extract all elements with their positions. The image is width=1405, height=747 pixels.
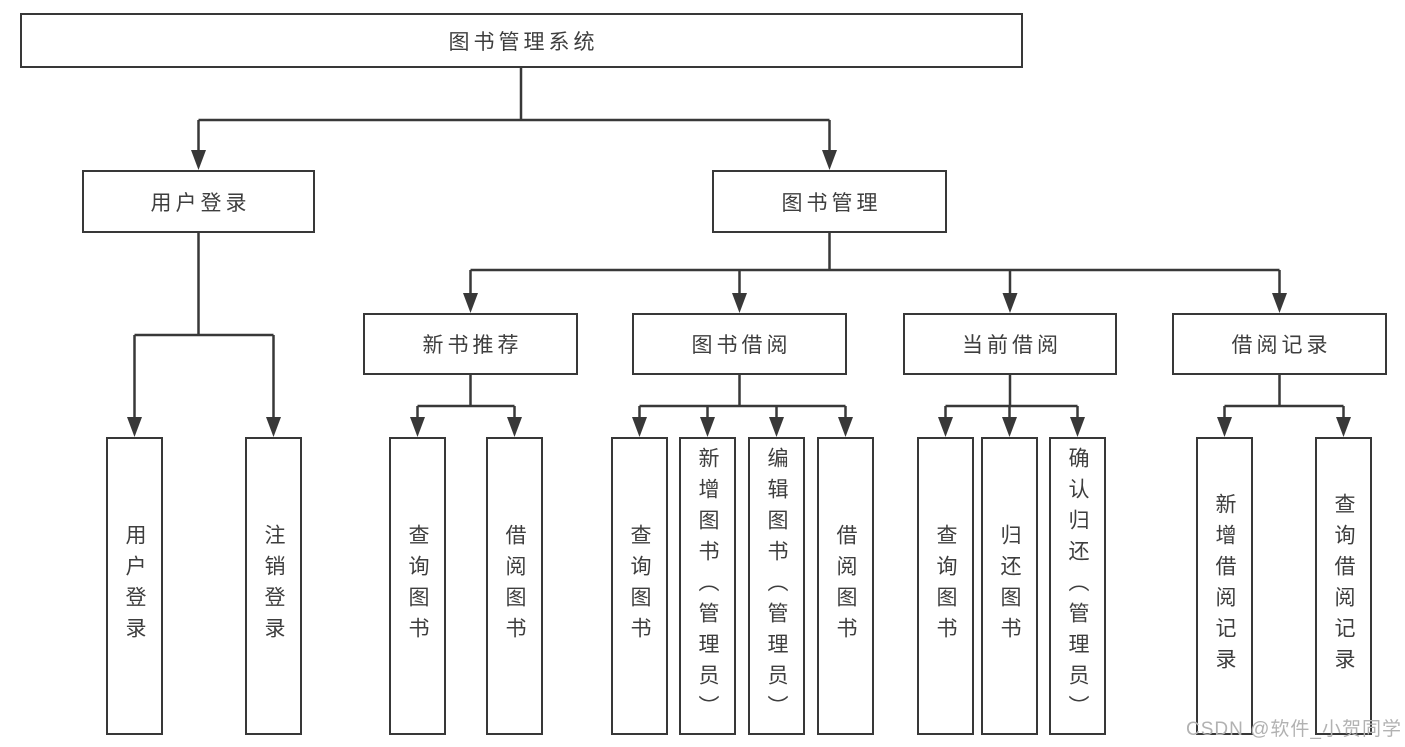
arrowhead bbox=[1070, 417, 1085, 437]
node-label: 确认归还（管理员） bbox=[1066, 446, 1089, 726]
node-leaf-query-borrow-record: 查询借阅记录 bbox=[1315, 437, 1372, 735]
connector-borrow-record-children bbox=[1223, 375, 1345, 419]
node-library-management-system: 图书管理系统 bbox=[20, 13, 1023, 68]
arrowhead bbox=[732, 293, 747, 313]
node-label: 新增图书（管理员） bbox=[696, 446, 719, 726]
node-label: 当前借阅 bbox=[962, 334, 1062, 357]
arrowhead bbox=[700, 417, 715, 437]
node-label: 注销登录 bbox=[262, 524, 285, 648]
connector-new-book-children bbox=[416, 375, 516, 419]
arrowhead bbox=[410, 417, 425, 437]
connector-book-management-to-level3 bbox=[469, 233, 1281, 295]
node-leaf-borrow-books: 借阅图书 bbox=[817, 437, 874, 735]
arrowhead bbox=[838, 417, 853, 437]
node-current-borrowing: 当前借阅 bbox=[903, 313, 1117, 375]
node-label: 归还图书 bbox=[998, 524, 1021, 648]
node-label: 用户登录 bbox=[150, 191, 251, 215]
node-leaf-return-book: 归还图书 bbox=[981, 437, 1038, 735]
node-label: 图书借阅 bbox=[691, 334, 792, 357]
node-leaf-query-books-current: 查询图书 bbox=[917, 437, 974, 735]
node-label: 新增借阅记录 bbox=[1213, 493, 1236, 679]
node-leaf-add-book-admin: 新增图书（管理员） bbox=[679, 437, 736, 735]
connector-current-borrow-children bbox=[944, 375, 1079, 419]
arrowhead bbox=[1217, 417, 1232, 437]
node-leaf-borrow-books-recommend: 借阅图书 bbox=[486, 437, 543, 735]
node-leaf-edit-book-admin: 编辑图书（管理员） bbox=[748, 437, 805, 735]
node-label: 查询图书 bbox=[934, 524, 957, 648]
connector-root-to-level2 bbox=[197, 68, 831, 152]
arrowhead bbox=[1002, 417, 1017, 437]
arrowhead bbox=[1002, 293, 1018, 313]
arrowhead bbox=[1272, 293, 1287, 313]
arrowhead bbox=[632, 417, 647, 437]
node-new-book-recommendation: 新书推荐 bbox=[363, 313, 578, 375]
arrowhead bbox=[266, 417, 281, 437]
arrowhead bbox=[463, 293, 478, 313]
node-borrowing-records: 借阅记录 bbox=[1172, 313, 1387, 375]
arrowhead bbox=[938, 417, 953, 437]
node-leaf-query-books-borrow: 查询图书 bbox=[611, 437, 668, 735]
arrowhead bbox=[769, 417, 784, 437]
arrowhead bbox=[1336, 417, 1351, 437]
node-label: 借阅记录 bbox=[1231, 334, 1332, 357]
node-label: 查询图书 bbox=[628, 524, 651, 648]
node-label: 借阅图书 bbox=[834, 524, 857, 648]
node-leaf-query-books-recommend: 查询图书 bbox=[389, 437, 446, 735]
connector-book-borrow-children bbox=[638, 375, 847, 419]
node-label: 编辑图书（管理员） bbox=[765, 446, 788, 726]
node-leaf-add-borrow-record: 新增借阅记录 bbox=[1196, 437, 1253, 735]
node-label: 借阅图书 bbox=[503, 524, 526, 648]
arrowhead bbox=[191, 150, 206, 170]
arrowhead bbox=[822, 150, 837, 170]
node-user-login: 用户登录 bbox=[82, 170, 315, 233]
arrowhead bbox=[127, 417, 142, 437]
node-label: 图书管理 bbox=[781, 191, 882, 215]
node-leaf-user-login: 用户登录 bbox=[106, 437, 163, 735]
node-leaf-confirm-return-admin: 确认归还（管理员） bbox=[1049, 437, 1106, 735]
node-label: 用户登录 bbox=[123, 524, 146, 648]
node-leaf-logout: 注销登录 bbox=[245, 437, 302, 735]
csdn-watermark: CSDN @软件_小贺同学 bbox=[1186, 719, 1402, 740]
node-label: 图书管理系统 bbox=[448, 30, 599, 54]
connector-user-login-children bbox=[133, 233, 275, 419]
arrowhead bbox=[507, 417, 522, 437]
node-book-management: 图书管理 bbox=[712, 170, 947, 233]
node-label: 查询图书 bbox=[406, 524, 429, 648]
arrowheads bbox=[127, 150, 1351, 437]
node-book-borrowing: 图书借阅 bbox=[632, 313, 847, 375]
node-label: 新书推荐 bbox=[422, 334, 523, 357]
node-label: 查询借阅记录 bbox=[1332, 493, 1355, 679]
